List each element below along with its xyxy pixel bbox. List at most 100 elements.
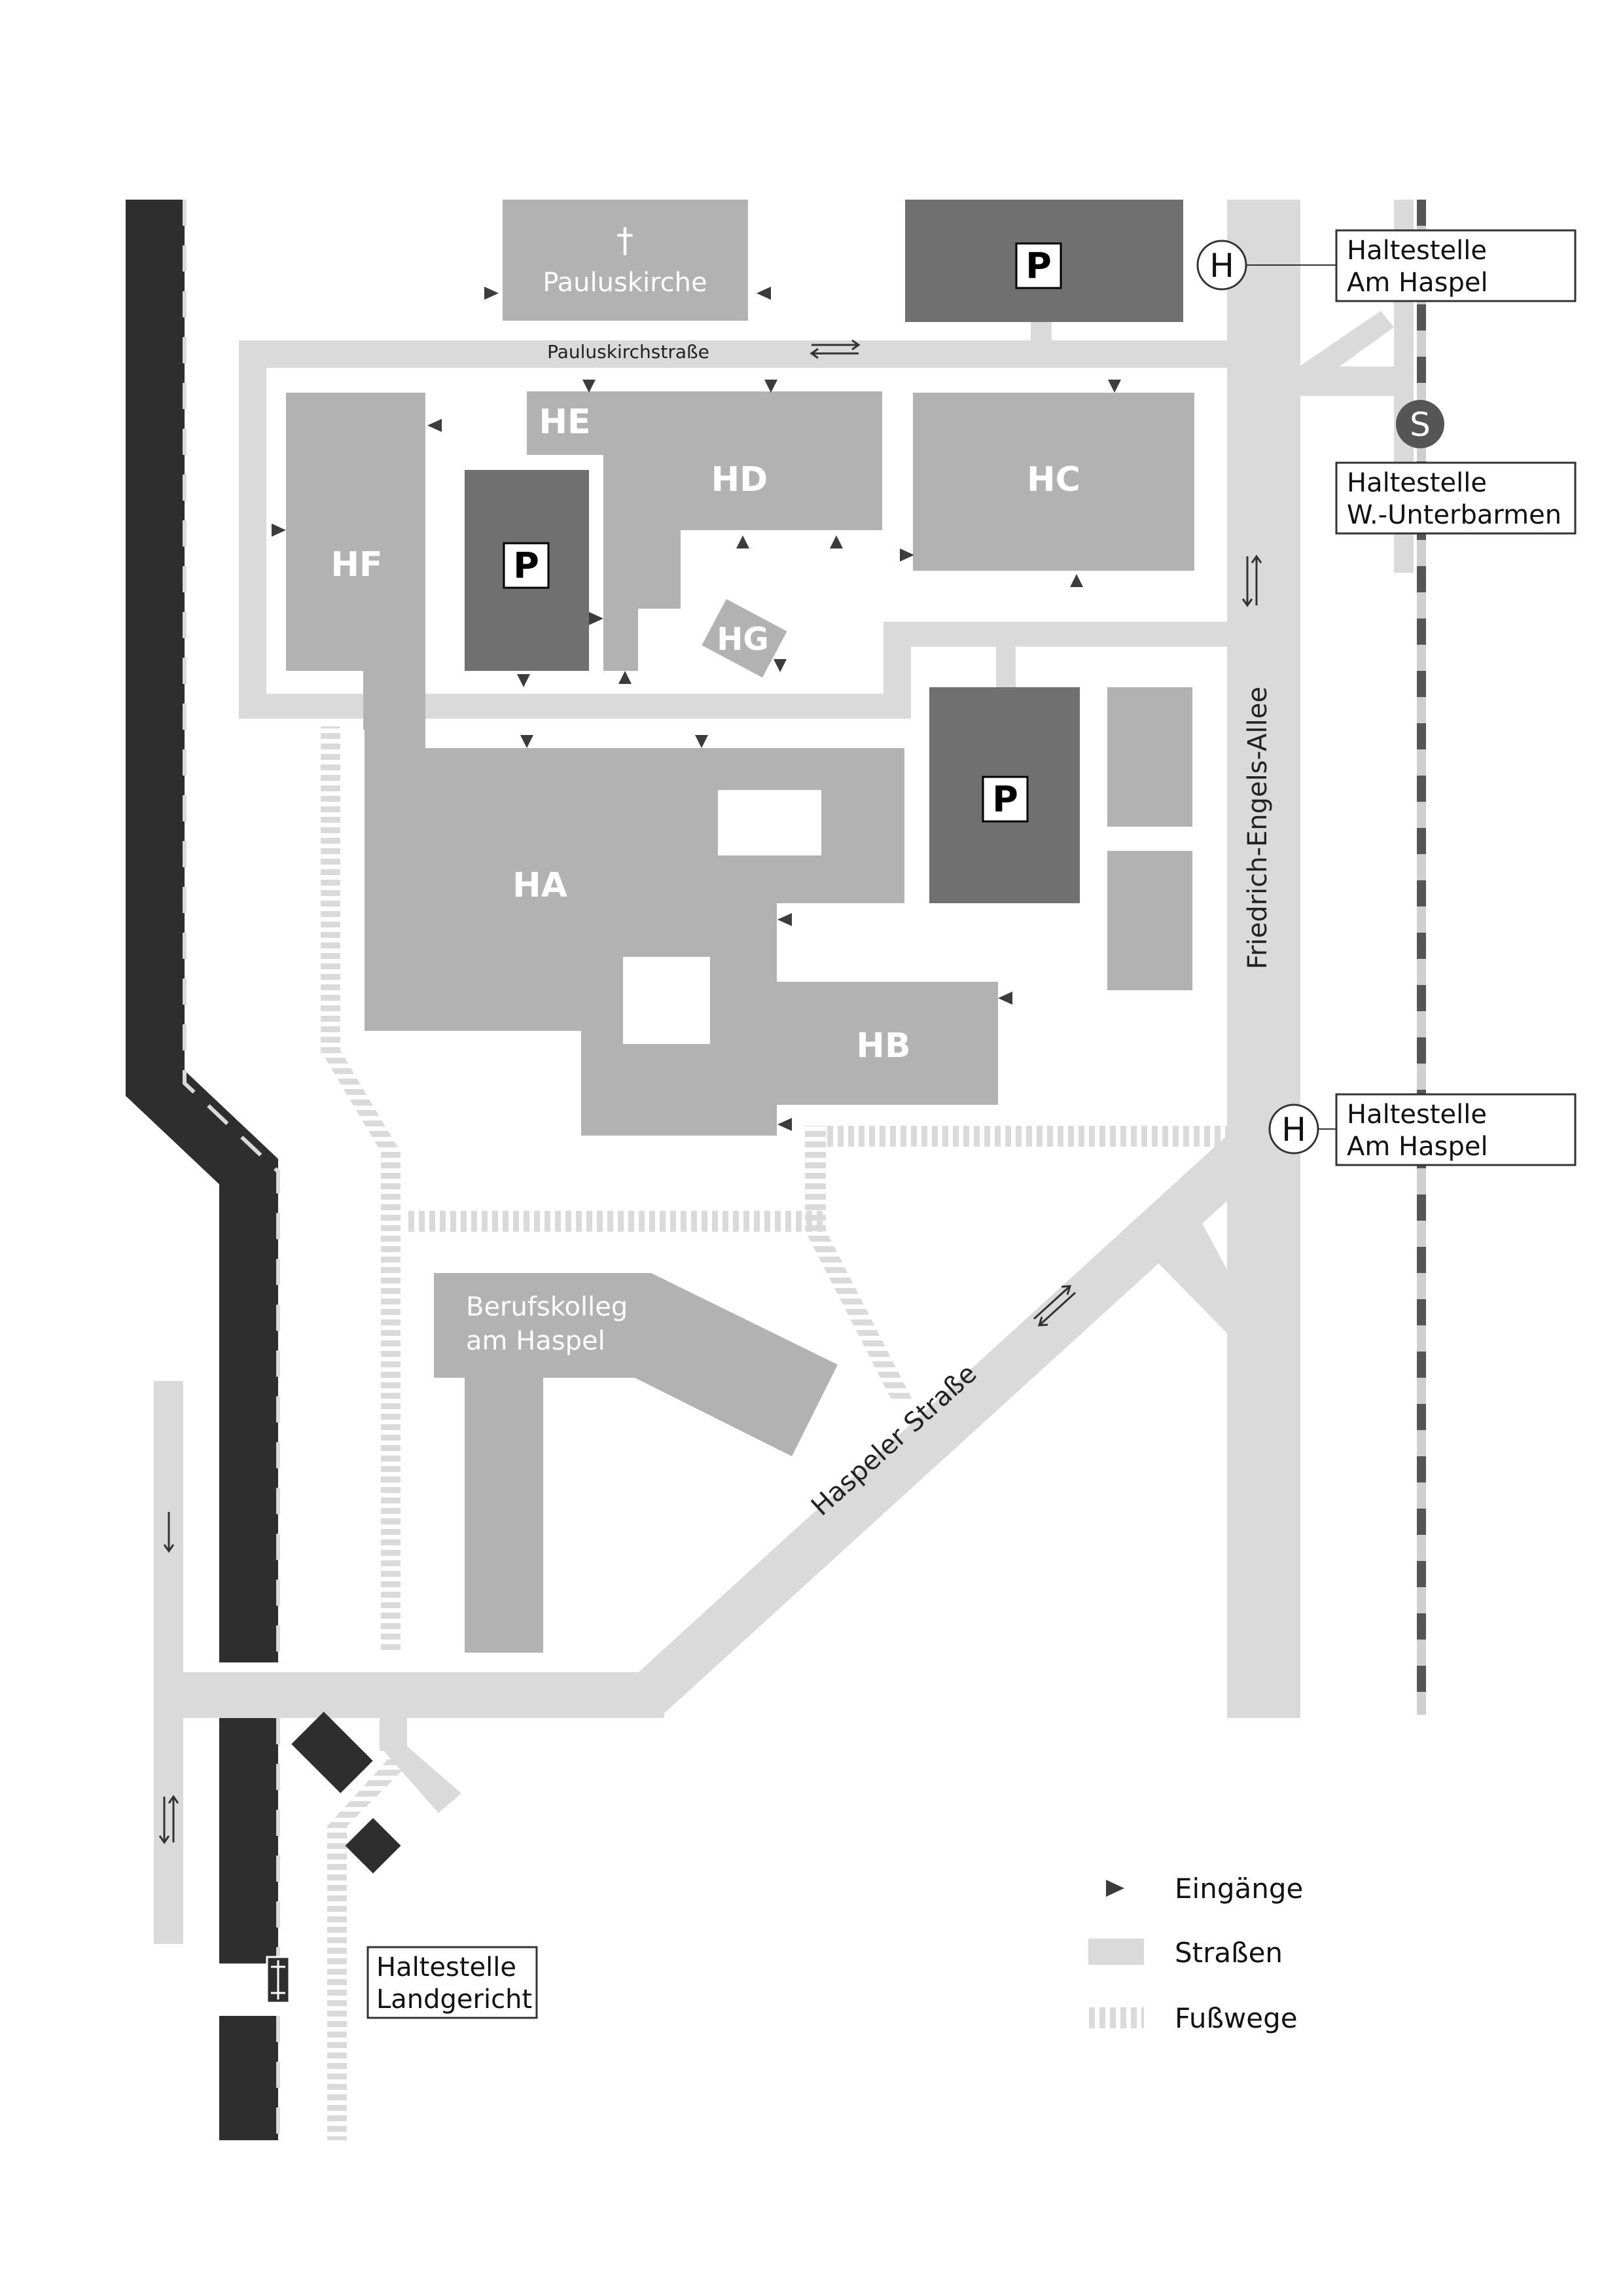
building-hf-extension bbox=[363, 668, 425, 730]
bus-stop-icon-letter: H bbox=[1281, 1111, 1306, 1149]
label-friedrich-engels-allee: Friedrich-Engels-Allee bbox=[1243, 687, 1273, 969]
entrance-icon bbox=[618, 671, 632, 684]
legend-footpaths-swatch bbox=[1088, 2007, 1144, 2028]
building-pauluskirche[interactable] bbox=[503, 200, 748, 321]
entrance-markers bbox=[272, 287, 1121, 1131]
footpath-network bbox=[321, 726, 1232, 2140]
berufskolleg-label-line1: Berufskolleg bbox=[466, 1292, 628, 1322]
road-friedrich-engels-allee bbox=[1227, 200, 1300, 1718]
berufskolleg-label-line2: am Haspel bbox=[466, 1326, 605, 1356]
legend-footpaths-label: Fußwege bbox=[1175, 2002, 1298, 2034]
hd-label: HD bbox=[711, 460, 768, 499]
main-road-turn-lane bbox=[291, 1712, 373, 1793]
tram-stop-landgericht[interactable]: Haltestelle Landgericht bbox=[366, 1946, 538, 2019]
stop-box-landgericht-line1: Haltestelle bbox=[376, 1952, 516, 1982]
entrance-icon bbox=[757, 287, 771, 300]
parking-sign-middle-left: P bbox=[503, 542, 550, 589]
two-way-arrow-icon bbox=[158, 1795, 179, 1844]
footpath-left-lower bbox=[381, 1149, 401, 1653]
entrance-icon bbox=[589, 612, 603, 625]
sbahn-icon-letter: S bbox=[1410, 406, 1431, 444]
hf-label: HF bbox=[330, 545, 382, 584]
stop-box-landgericht-line2: Landgericht bbox=[376, 1984, 532, 2015]
stop-box-landgericht bbox=[366, 1946, 538, 2019]
footpath-middle-vertical bbox=[805, 1126, 826, 1230]
two-way-arrow-icon bbox=[1033, 1285, 1077, 1327]
building-small-upper[interactable] bbox=[1107, 687, 1192, 827]
bus-stop-am-haspel-top[interactable]: H Haltestelle Am Haspel bbox=[1196, 229, 1577, 302]
main-road-island bbox=[345, 1818, 401, 1874]
road-to-parking-mid bbox=[996, 645, 1016, 689]
footpath-to-haspeler bbox=[826, 1126, 1232, 1147]
footpath-left-upper bbox=[321, 726, 340, 1054]
entrance-icon bbox=[427, 419, 442, 432]
stop-box-am-haspel-mid-line1: Haltestelle bbox=[1347, 1100, 1487, 1130]
hc-label: HC bbox=[1027, 460, 1080, 499]
entrance-icon bbox=[736, 535, 749, 548]
entrance-icon bbox=[998, 992, 1012, 1005]
sbahn-stop-w-unterbarmen[interactable]: S Haltestelle W.-Unterbarmen bbox=[1335, 400, 1577, 535]
parking-sign-middle-right: P bbox=[982, 776, 1029, 823]
building-hf[interactable] bbox=[286, 393, 425, 671]
main-road-body bbox=[126, 200, 278, 2140]
legend-streets-label: Straßen bbox=[1175, 1937, 1283, 1969]
entrance-icon bbox=[582, 380, 596, 393]
hg-label: HG bbox=[717, 621, 769, 658]
parking-sign-middle-left-letter: P bbox=[513, 545, 539, 586]
legend-entrances-label: Eingänge bbox=[1175, 1873, 1303, 1905]
building-berufskolleg[interactable] bbox=[434, 1273, 838, 1653]
entrance-icon bbox=[695, 735, 708, 748]
entrance-icon bbox=[1108, 380, 1121, 393]
main-road bbox=[126, 200, 401, 2140]
road-small-branch bbox=[380, 1715, 407, 1751]
building-small-lower[interactable] bbox=[1107, 851, 1192, 990]
road-bottom-horizontal bbox=[154, 1672, 664, 1718]
stop-box-am-haspel-top bbox=[1335, 229, 1577, 302]
road-network bbox=[154, 200, 1414, 1944]
entrance-icon bbox=[830, 535, 843, 548]
road-pauluskirchstrasse bbox=[239, 340, 1227, 368]
stop-box-am-haspel-mid-line2: Am Haspel bbox=[1347, 1132, 1488, 1162]
footpath-left-diagonal bbox=[321, 1050, 401, 1152]
building-hc[interactable] bbox=[913, 393, 1194, 571]
entrance-icon bbox=[484, 287, 499, 300]
bus-stop-am-haspel-mid[interactable]: H Haltestelle Am Haspel bbox=[1268, 1093, 1577, 1166]
road-haspeler-strasse bbox=[635, 1136, 1227, 1718]
legend-entrance-icon bbox=[1106, 1880, 1124, 1897]
entrance-icon bbox=[777, 1118, 792, 1131]
building-hg[interactable] bbox=[702, 599, 787, 678]
pauluskirche-cross: † bbox=[616, 221, 633, 260]
parking-sign-middle-right-letter: P bbox=[992, 779, 1018, 820]
parking-sign-top: P bbox=[1015, 242, 1062, 289]
two-way-arrow-icon bbox=[810, 339, 861, 359]
entrance-icon bbox=[1070, 574, 1083, 587]
building-ha[interactable] bbox=[365, 726, 998, 1136]
entrance-icon bbox=[774, 659, 787, 672]
road-loop-left bbox=[239, 340, 266, 717]
stop-box-am-haspel-top-line1: Haltestelle bbox=[1347, 236, 1487, 266]
entrance-icon bbox=[900, 548, 914, 562]
label-pauluskirchstrasse: Pauluskirchstraße bbox=[547, 341, 709, 363]
stop-box-w-unterbarmen-line1: Haltestelle bbox=[1347, 468, 1487, 498]
road-haspeler-branch bbox=[1152, 1217, 1229, 1335]
entrance-icon bbox=[520, 735, 533, 748]
footpath-bottom-left bbox=[327, 1826, 347, 2140]
one-way-arrow-icon bbox=[163, 1512, 175, 1553]
stop-box-am-haspel-mid bbox=[1335, 1093, 1577, 1166]
footpath-diagonal-down bbox=[805, 1230, 913, 1401]
road-loop-bottom bbox=[239, 694, 903, 719]
two-way-arrow-icon bbox=[1241, 554, 1262, 607]
legend: Eingänge Straßen Fußwege bbox=[1088, 1873, 1303, 2034]
main-road-centerline bbox=[183, 200, 280, 2140]
road-loop-inner-top bbox=[883, 622, 1227, 647]
bus-stop-icon-letter: H bbox=[1209, 247, 1234, 285]
tram-stop-landgericht-platform bbox=[266, 1956, 291, 2004]
stop-box-w-unterbarmen-line2: W.-Unterbarmen bbox=[1347, 500, 1561, 530]
he-label: HE bbox=[539, 403, 590, 442]
building-hd[interactable] bbox=[527, 391, 882, 671]
buildings: † Pauluskirche HF HE HD HC HG HA HB bbox=[286, 200, 1194, 1653]
sbahn-icon bbox=[1396, 400, 1444, 448]
footpath-bottom-diagonal bbox=[327, 1754, 406, 1826]
parking-sign-top-letter: P bbox=[1026, 245, 1052, 287]
entrance-icon bbox=[764, 380, 777, 393]
